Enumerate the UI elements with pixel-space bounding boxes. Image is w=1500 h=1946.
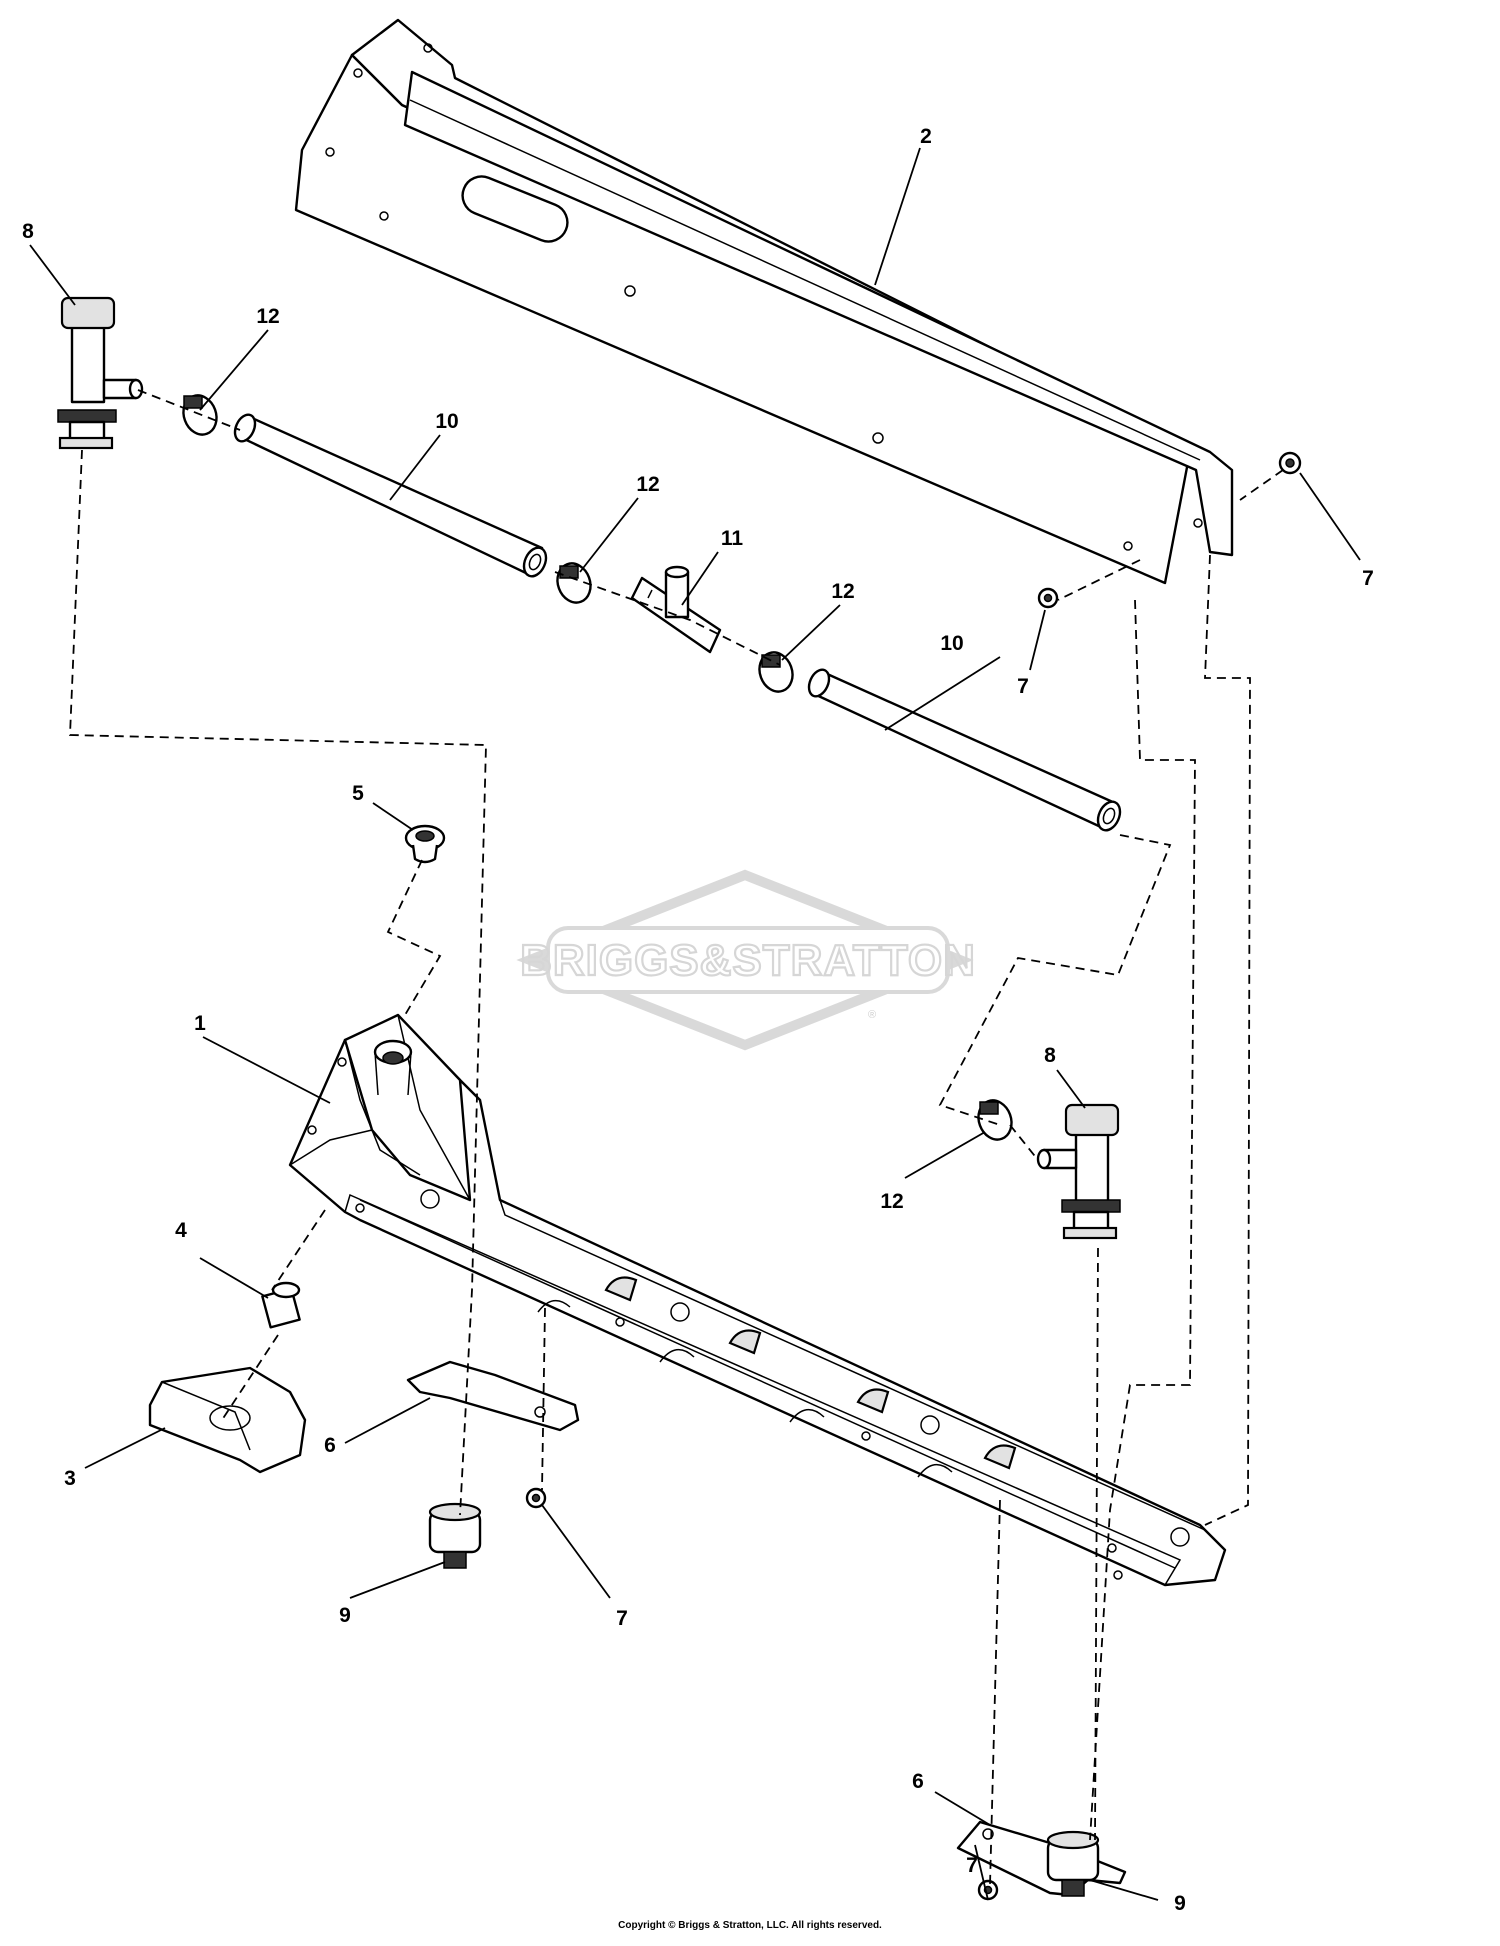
callout-1: 1	[194, 1012, 206, 1035]
part-12-clamp-2	[556, 562, 592, 604]
part-12-clamp-4	[977, 1099, 1013, 1141]
callout-8-right: 8	[1044, 1044, 1056, 1067]
part-7-screw-mid	[1037, 587, 1059, 609]
callout-12-d: 12	[880, 1190, 903, 1213]
part-5-bushing	[404, 824, 446, 864]
callouts: 1 2 3 4 5 6 6 7 7 7 7 8 8 9 9 10 10 11 1…	[22, 125, 1374, 1915]
callout-7-bottom-right: 7	[966, 1854, 978, 1877]
callout-2: 2	[920, 125, 932, 148]
callout-10-right: 10	[940, 632, 963, 655]
callout-7-mid: 7	[1017, 675, 1029, 698]
callout-10-left: 10	[435, 410, 458, 433]
watermark-registered-mark: ®	[868, 1009, 876, 1021]
part-9-nozzle-cap-right	[1046, 1830, 1100, 1897]
part-3-skid	[148, 1366, 307, 1474]
part-6-plate-left	[406, 1360, 580, 1432]
callout-7-bottom-left: 7	[616, 1607, 628, 1630]
callout-12-a: 12	[256, 305, 279, 328]
briggs-stratton-watermark: BRIGGS&STRATTON ®	[516, 869, 976, 1051]
part-10-hose-left	[233, 413, 548, 578]
assembly-lines	[69, 389, 1284, 1886]
part-4-spacer	[261, 1281, 301, 1329]
copyright-footer: Copyright © Briggs & Stratton, LLC. All …	[618, 1920, 882, 1931]
part-7-screw-top-right	[1278, 451, 1302, 475]
part-9-nozzle-cap-left	[428, 1502, 482, 1569]
callout-5: 5	[352, 782, 364, 805]
callout-11: 11	[721, 527, 744, 550]
part-7-screw-bottom-right	[977, 1879, 999, 1901]
part-8-nozzle-body-left	[57, 296, 144, 450]
callout-9-right: 9	[1174, 1892, 1186, 1915]
part-12-clamp-3	[758, 651, 794, 693]
callout-3: 3	[64, 1467, 76, 1490]
callout-8-left: 8	[22, 220, 34, 243]
callout-6-right: 6	[912, 1770, 924, 1793]
part-1-lower-frame	[288, 1013, 1227, 1587]
part-2-upper-channel	[294, 18, 1234, 585]
watermark-text: BRIGGS&STRATTON	[520, 936, 976, 985]
callout-6-left: 6	[324, 1434, 336, 1457]
part-8-nozzle-body-right	[1036, 1103, 1121, 1240]
callout-4: 4	[175, 1219, 187, 1242]
callout-9-left: 9	[339, 1604, 351, 1627]
callout-7-top-right: 7	[1362, 567, 1374, 590]
callout-12-b: 12	[636, 473, 659, 496]
part-10-hose-right	[807, 668, 1122, 832]
part-7-screw-bottom-left	[525, 1487, 547, 1509]
part-11-tee-fitting	[630, 565, 722, 654]
callout-12-c: 12	[831, 580, 854, 603]
leader-lines	[29, 147, 1361, 1901]
